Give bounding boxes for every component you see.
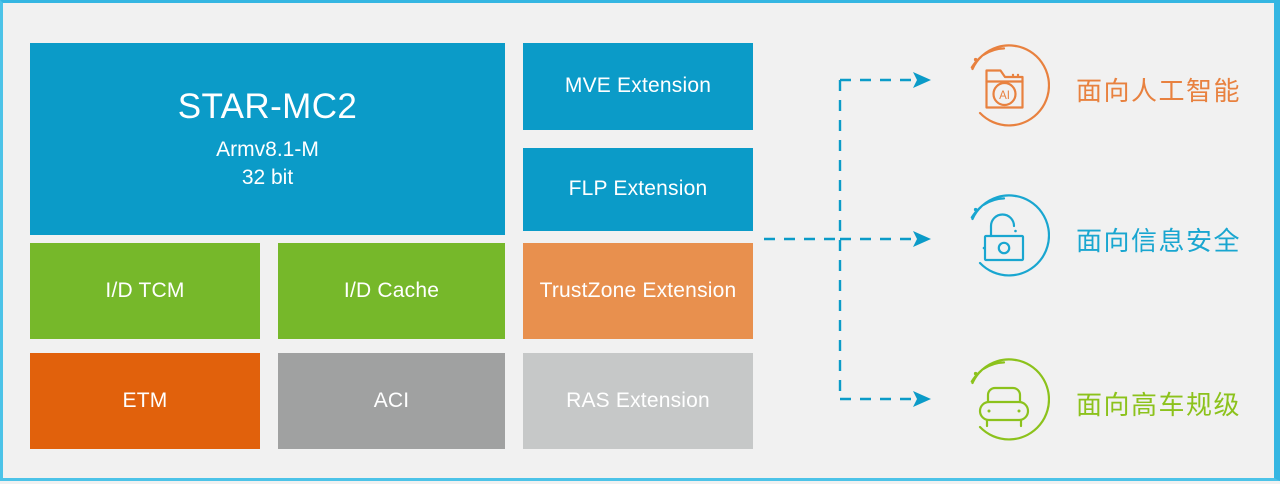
block-trustzone-extension[interactable]: TrustZone Extension bbox=[523, 243, 753, 339]
block-id-cache[interactable]: I/D Cache bbox=[278, 243, 505, 339]
block-label: FLP Extension bbox=[568, 177, 708, 201]
ai-folder-icon: AI bbox=[970, 44, 1050, 127]
block-label: ETM bbox=[122, 388, 168, 412]
core-architecture: Armv8.1-M bbox=[216, 138, 319, 162]
core-block-star-mc2[interactable]: STAR-MC2 Armv8.1-M 32 bit bbox=[30, 43, 505, 235]
block-label: MVE Extension bbox=[564, 74, 712, 98]
car-icon bbox=[970, 358, 1050, 441]
block-ras-extension[interactable]: RAS Extension bbox=[523, 353, 753, 449]
ai-badge-text: AI bbox=[999, 90, 1010, 102]
block-label: ACI bbox=[373, 388, 410, 412]
feature-artificial-intelligence[interactable]: AI 面向人工智能 bbox=[958, 43, 1241, 135]
block-aci[interactable]: ACI bbox=[278, 353, 505, 449]
feature-automotive-grade[interactable]: 面向高车规级 bbox=[958, 357, 1241, 449]
block-label: I/D TCM bbox=[105, 278, 185, 302]
connector-arrowheads bbox=[913, 72, 931, 407]
block-id-tcm[interactable]: I/D TCM bbox=[30, 243, 260, 339]
connector-lines bbox=[764, 72, 931, 407]
block-label: RAS Extension bbox=[566, 388, 710, 412]
core-bit-width: 32 bit bbox=[241, 166, 294, 190]
block-etm[interactable]: ETM bbox=[30, 353, 260, 449]
feature-label: 面向信息安全 bbox=[1076, 225, 1242, 256]
feature-information-security[interactable]: 面向信息安全 bbox=[958, 193, 1241, 285]
feature-label: 面向高车规级 bbox=[1076, 389, 1242, 420]
block-mve-extension[interactable]: MVE Extension bbox=[523, 43, 753, 130]
block-label: I/D Cache bbox=[343, 278, 440, 302]
core-name: STAR-MC2 bbox=[177, 87, 358, 127]
block-flp-extension[interactable]: FLP Extension bbox=[523, 148, 753, 231]
feature-label: 面向人工智能 bbox=[1076, 75, 1242, 106]
open-padlock-icon bbox=[970, 194, 1050, 277]
arrowhead-ai bbox=[913, 72, 931, 88]
arrowhead-automotive bbox=[913, 391, 931, 407]
block-label: TrustZone Extension bbox=[539, 278, 737, 302]
arrowhead-security bbox=[913, 231, 931, 247]
